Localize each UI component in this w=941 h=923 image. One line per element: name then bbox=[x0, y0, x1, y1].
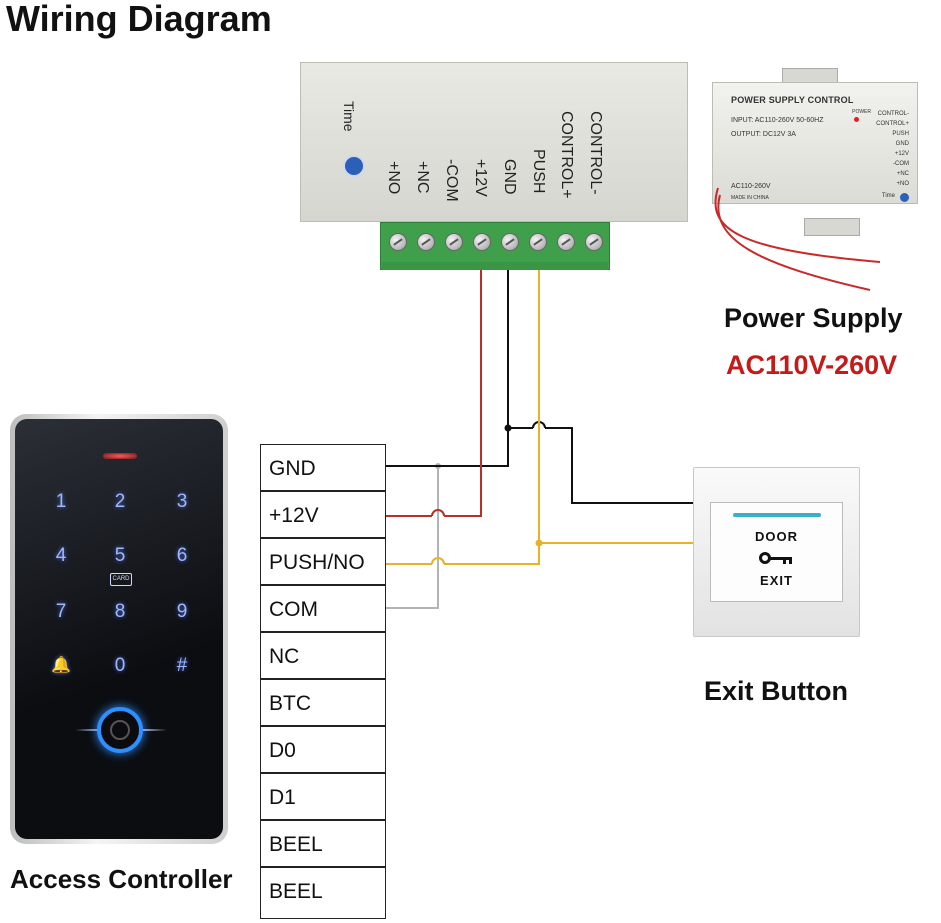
keypad-key: 8 bbox=[114, 601, 126, 622]
fingerprint-sensor-icon bbox=[97, 707, 143, 753]
terminal-cell: D1 bbox=[260, 773, 386, 820]
terminal-cell: GND bbox=[260, 444, 386, 491]
ps-terminal-label: GND bbox=[895, 141, 909, 147]
power-box-label: +12V bbox=[472, 159, 489, 197]
junction-dot bbox=[504, 424, 512, 432]
terminal-cell: BEEL bbox=[260, 820, 386, 867]
ps-terminal-label: +NC bbox=[896, 171, 909, 177]
key-icon bbox=[759, 551, 795, 565]
ps-terminal-label: +12V bbox=[894, 151, 909, 157]
power-box-label: GND bbox=[501, 159, 518, 195]
keypad-key: 3 bbox=[176, 491, 188, 512]
keypad-key: 6 bbox=[176, 545, 188, 566]
ps-power-led-label: POWER bbox=[852, 109, 871, 115]
keypad-key: 2 bbox=[114, 491, 126, 512]
wire-yellow-push bbox=[444, 270, 540, 565]
terminal-cell: BEEL bbox=[260, 867, 386, 919]
ps-model: AC110-260V bbox=[731, 183, 771, 190]
power-supply-label: Power Supply bbox=[724, 303, 903, 333]
ps-output: OUTPUT: DC12V 3A bbox=[731, 131, 796, 138]
mains-wire-red bbox=[717, 194, 871, 291]
terminal-cell: PUSH/NO bbox=[260, 538, 386, 585]
time-label: Time bbox=[341, 101, 357, 132]
card-icon: CARD bbox=[110, 573, 132, 586]
bell-icon: 🔔 bbox=[51, 657, 71, 674]
screw-icon bbox=[389, 233, 407, 251]
terminal-cell: NC bbox=[260, 632, 386, 679]
power-box-label: PUSH bbox=[530, 149, 547, 194]
keypad-key: 7 bbox=[55, 601, 67, 622]
wire-crossover bbox=[431, 557, 445, 565]
screw-icon bbox=[473, 233, 491, 251]
screw-icon bbox=[585, 233, 603, 251]
terminal-cell: COM bbox=[260, 585, 386, 632]
time-knob-icon bbox=[900, 193, 909, 202]
power-supply-voltage: AC110V-260V bbox=[726, 350, 898, 380]
keypad-key: 9 bbox=[176, 601, 188, 622]
terminal-cell: +12V bbox=[260, 491, 386, 538]
wire-black-exit bbox=[545, 427, 693, 504]
access-controller-device: 1 2 3 4 5 6 CARD 7 8 9 🔔 0 # bbox=[10, 414, 228, 844]
exit-indicator-bar bbox=[733, 513, 821, 517]
keypad-key: 5 bbox=[114, 545, 126, 566]
ps-terminal-label: CONTROL- bbox=[877, 111, 909, 117]
ps-terminal-label: PUSH bbox=[892, 131, 909, 137]
terminal-cell: BTC bbox=[260, 679, 386, 726]
screw-icon bbox=[557, 233, 575, 251]
door-text: DOOR bbox=[755, 529, 798, 544]
keypad-key: 0 bbox=[114, 655, 126, 676]
status-led-icon bbox=[103, 453, 137, 459]
screw-icon bbox=[445, 233, 463, 251]
screw-icon bbox=[501, 233, 519, 251]
power-box-label: CONTROL+ bbox=[558, 111, 575, 199]
page-title: Wiring Diagram bbox=[6, 0, 272, 39]
exit-text: EXIT bbox=[760, 573, 793, 588]
power-box-label: +NO bbox=[385, 161, 402, 195]
keypad-key: # bbox=[176, 655, 188, 676]
ps-terminal-label: +NO bbox=[896, 181, 909, 187]
mount-ear bbox=[804, 218, 860, 236]
exit-button-label: Exit Button bbox=[704, 676, 848, 706]
power-box-label: CONTROL- bbox=[587, 111, 604, 195]
wire-crossover bbox=[431, 509, 445, 517]
exit-button-device: DOOR EXIT bbox=[693, 467, 860, 637]
wire-gray-com bbox=[386, 466, 439, 609]
junction-dot bbox=[535, 539, 543, 547]
time-knob-icon bbox=[343, 155, 365, 177]
screw-icon bbox=[417, 233, 435, 251]
wire-red-12v bbox=[444, 270, 482, 517]
ps-terminal-label: CONTROL+ bbox=[876, 121, 909, 127]
power-box-label: +NC bbox=[414, 161, 431, 194]
ps-made: MADE IN CHINA bbox=[731, 195, 769, 201]
ps-terminal-label: -COM bbox=[893, 161, 909, 167]
access-controller-label: Access Controller bbox=[10, 864, 233, 894]
keypad-key: 1 bbox=[55, 491, 67, 512]
ps-time-label: Time bbox=[881, 193, 895, 199]
junction-dot bbox=[435, 463, 441, 469]
ps-input: INPUT: AC110-260V 50-60HZ bbox=[731, 117, 824, 124]
power-led-icon bbox=[854, 117, 859, 122]
screw-icon bbox=[529, 233, 547, 251]
power-box-label: -COM bbox=[443, 159, 460, 202]
wire-black-gnd bbox=[386, 270, 509, 467]
wire-crossover bbox=[532, 421, 546, 429]
terminal-cell: D0 bbox=[260, 726, 386, 773]
power-box: CONTROL- CONTROL+ PUSH GND +12V -COM +NC… bbox=[300, 62, 688, 222]
power-supply-photo: POWER SUPPLY CONTROL INPUT: AC110-260V 5… bbox=[712, 82, 918, 204]
keypad-key: 4 bbox=[55, 545, 67, 566]
ps-title: POWER SUPPLY CONTROL bbox=[731, 95, 854, 105]
terminal-block bbox=[380, 222, 610, 270]
